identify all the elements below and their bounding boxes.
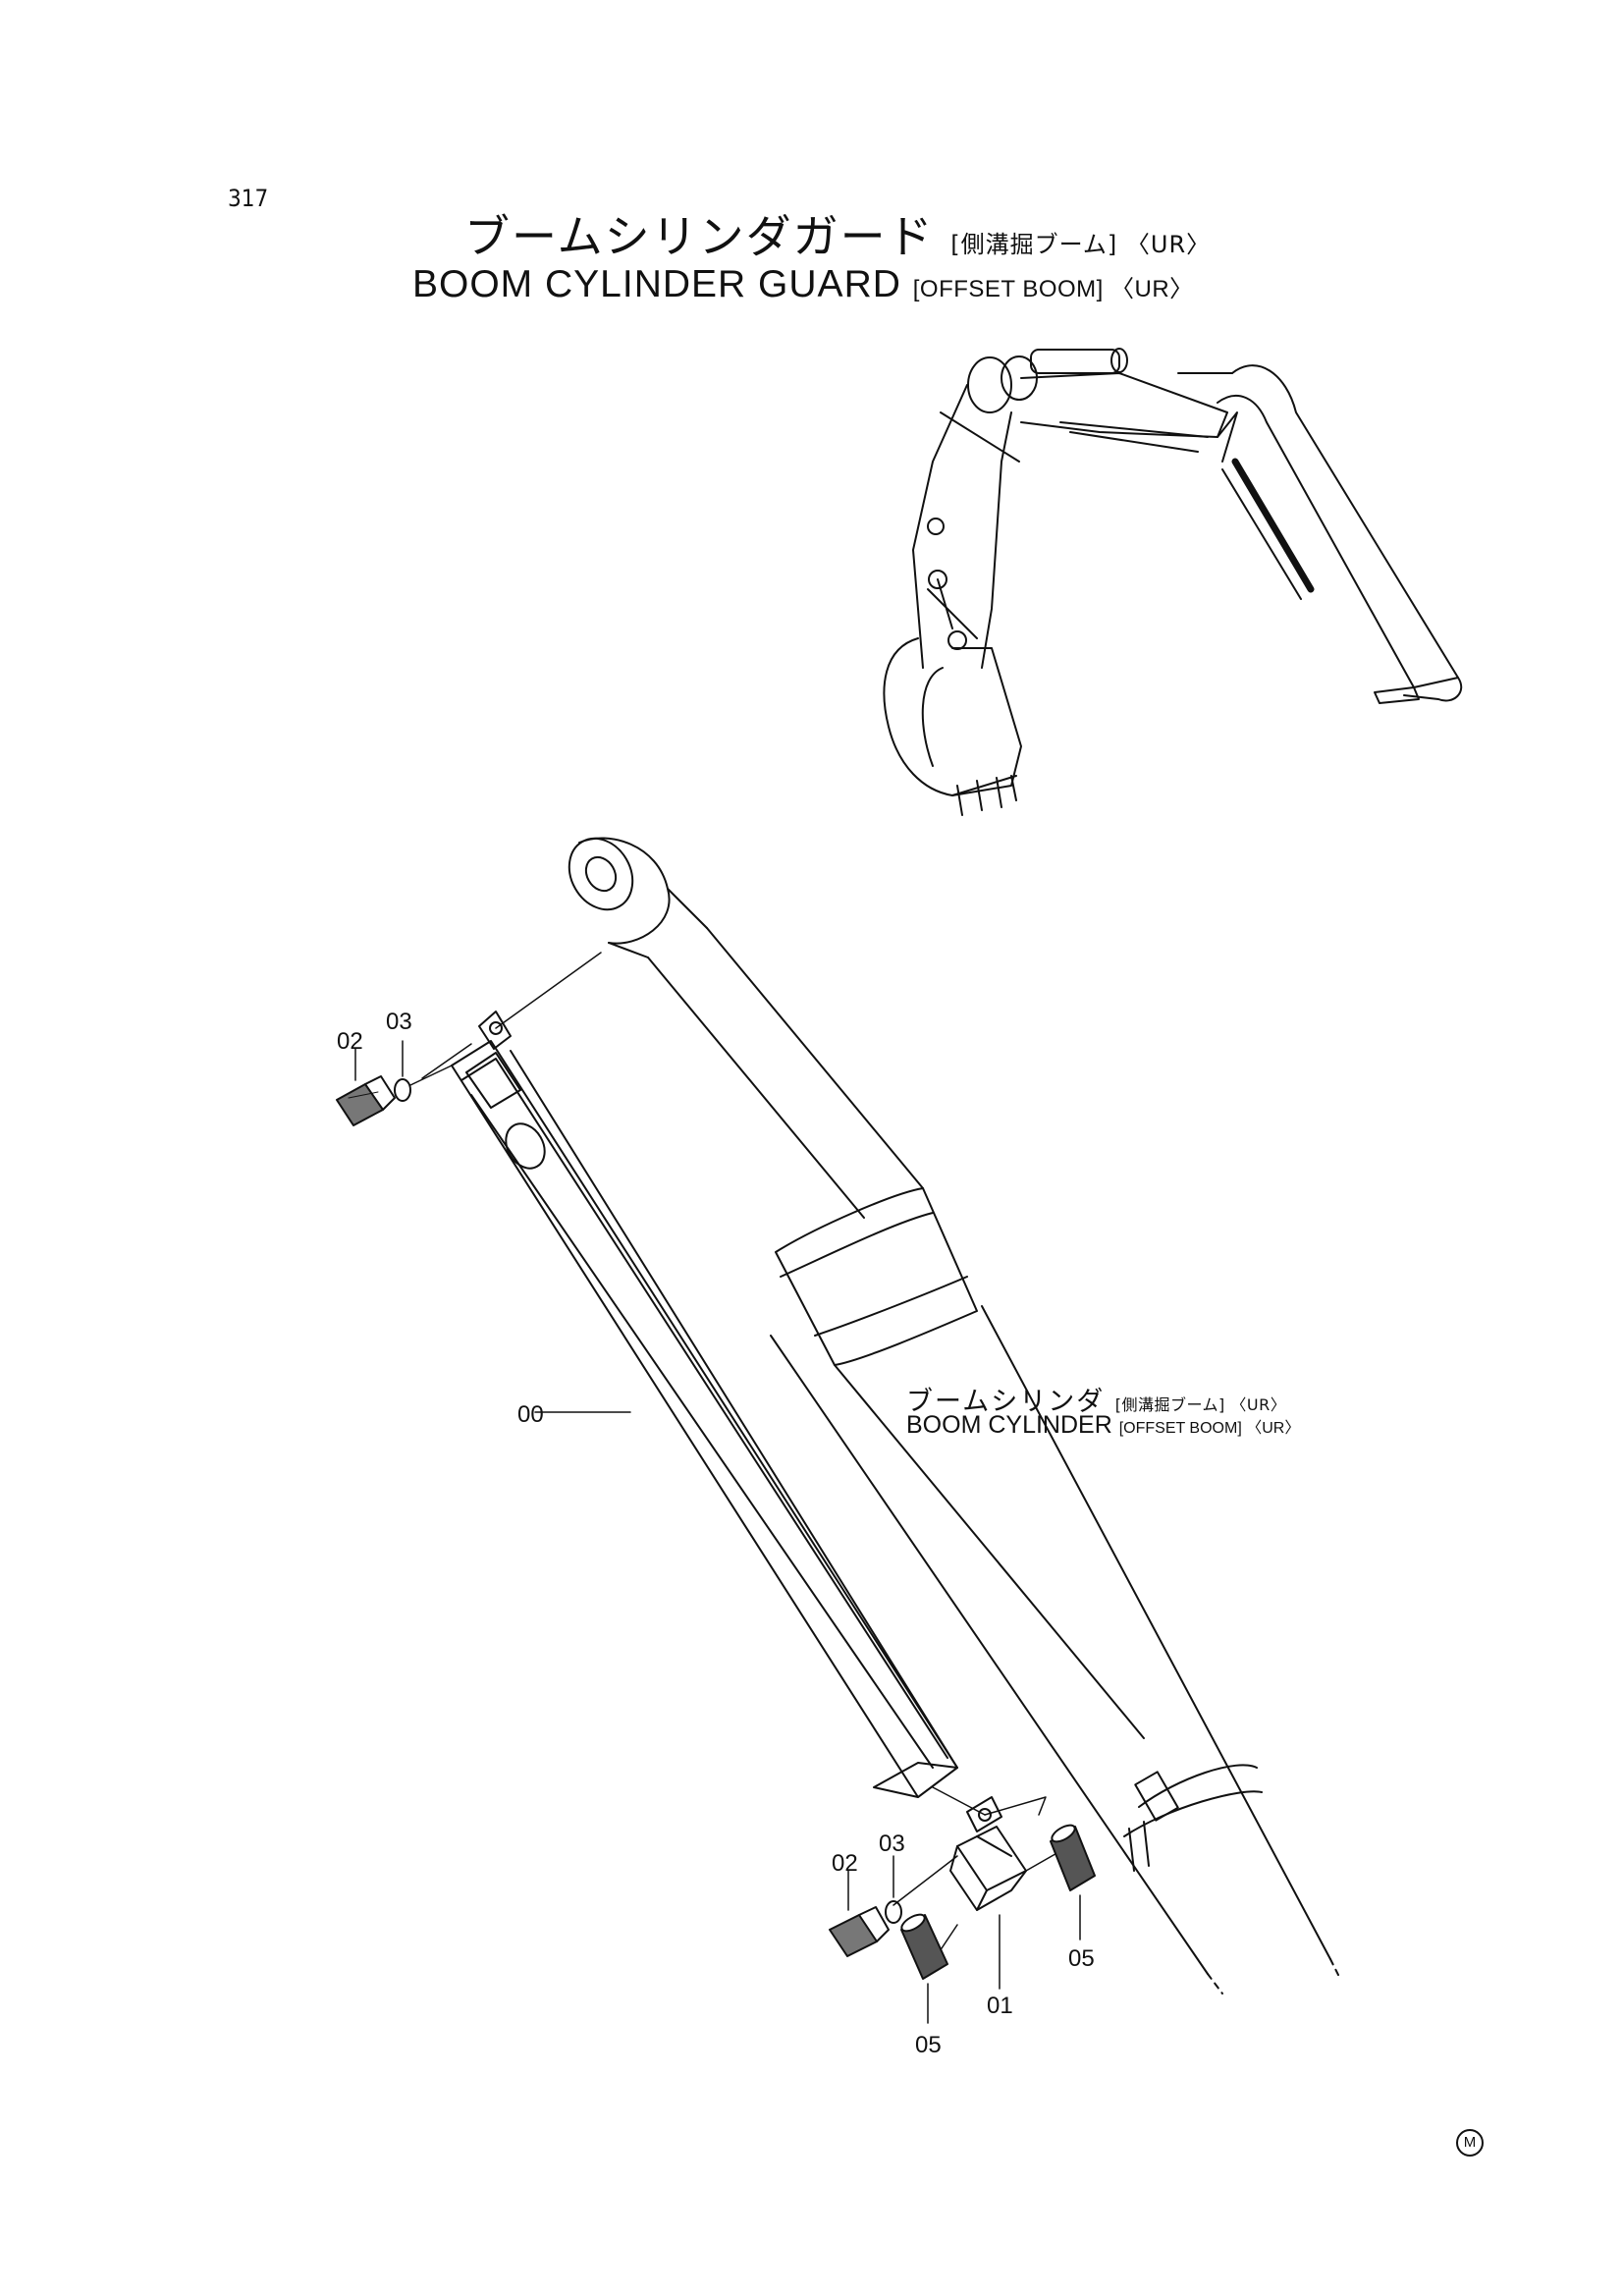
assembly-en-main: BOOM CYLINDER	[906, 1411, 1112, 1439]
callout-02-bottom: 02	[832, 1850, 858, 1877]
page-title-jp: ブームシリンダガード [側溝掘ブーム] 〈UR〉	[464, 201, 1211, 266]
assembly-jp-main: ブームシリンダ	[906, 1387, 1106, 1417]
callout-01: 01	[987, 1993, 1013, 2019]
title-en-sub: [OFFSET BOOM] 〈UR〉	[912, 276, 1194, 302]
title-jp-main: ブームシリンダガード	[464, 210, 935, 263]
callout-03-top: 03	[386, 1009, 412, 1035]
assembly-jp-sub: [側溝掘ブーム] 〈UR〉	[1114, 1395, 1287, 1414]
bolt-top	[336, 1075, 396, 1126]
stopper-right	[1050, 1824, 1096, 1891]
circled-m-mark: M	[1456, 2129, 1484, 2157]
lower-bracket	[893, 1786, 1061, 1955]
stopper-left	[900, 1913, 948, 1980]
washer-top	[394, 1078, 411, 1102]
callout-03-bottom: 03	[879, 1831, 905, 1857]
assembly-label-jp: ブームシリンダ [側溝掘ブーム] 〈UR〉	[906, 1380, 1286, 1418]
title-jp-sub: [側溝掘ブーム] 〈UR〉	[950, 231, 1212, 258]
washer-bottom	[885, 1900, 902, 1924]
assembly-en-sub: [OFFSET BOOM] 〈UR〉	[1118, 1420, 1301, 1437]
callout-05-right: 05	[1068, 1945, 1095, 1972]
callout-05-left: 05	[915, 2032, 942, 2058]
title-en-main: BOOM CYLINDER GUARD	[412, 263, 901, 305]
callout-00: 00	[517, 1401, 544, 1428]
excavator-overview	[883, 348, 1463, 816]
cylinder-guard	[421, 952, 958, 1798]
callout-02-top: 02	[337, 1028, 363, 1055]
page-title-en: BOOM CYLINDER GUARD [OFFSET BOOM] 〈UR〉	[412, 263, 1194, 306]
bolt-bottom	[829, 1906, 890, 1957]
assembly-label-en: BOOM CYLINDER [OFFSET BOOM] 〈UR〉	[906, 1411, 1300, 1440]
boom-cylinder	[568, 837, 1341, 1995]
page-number: 317	[228, 185, 269, 212]
